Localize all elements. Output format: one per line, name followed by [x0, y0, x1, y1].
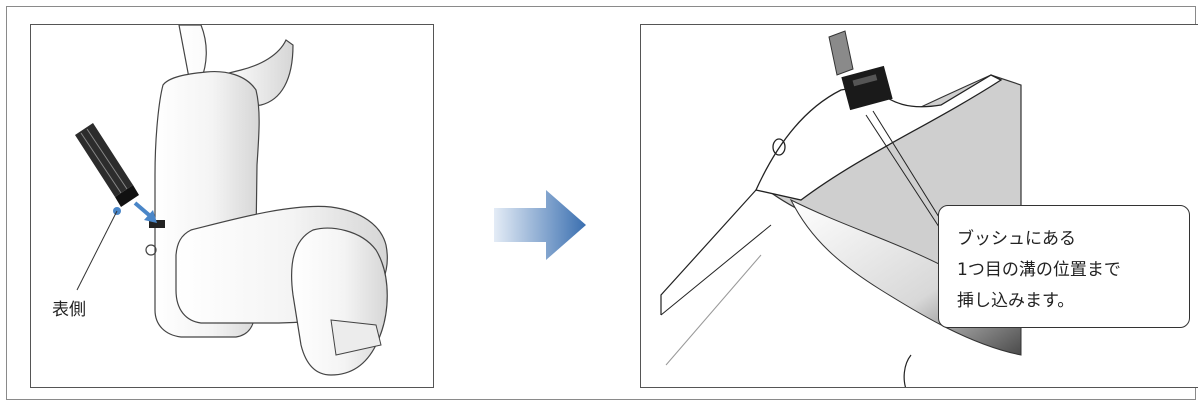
callout-line-3: 挿し込みます。 [957, 286, 1179, 317]
front-side-leader [77, 211, 117, 290]
edge-inner [661, 225, 771, 315]
edge-bottom [904, 355, 911, 388]
flat-cable [75, 123, 139, 207]
robot-arm-illustration [31, 25, 434, 388]
front-side-label: 表側 [52, 295, 86, 320]
insertion-arrow [135, 203, 157, 223]
callout-line-2: 1つ目の溝の位置まで [957, 255, 1179, 286]
next-step-arrow-icon [494, 190, 586, 260]
instruction-callout: ブッシュにある 1つ目の溝の位置まで 挿し込みます。 [938, 205, 1190, 328]
edge-left [661, 190, 756, 315]
robot-arm-panel [30, 24, 434, 388]
callout-line-1: ブッシュにある [957, 224, 1179, 255]
